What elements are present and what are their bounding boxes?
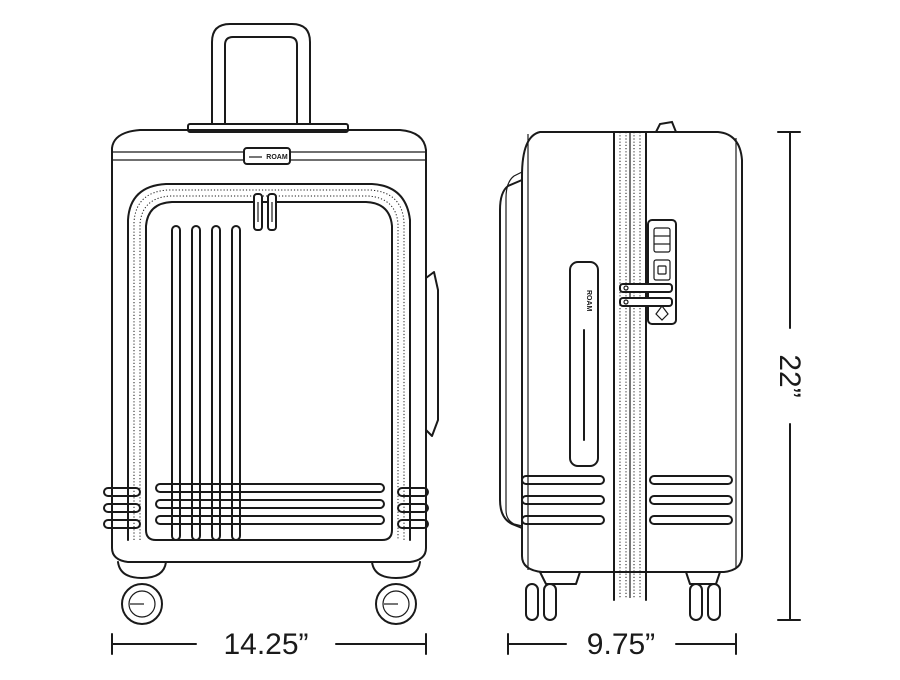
horizontal-stripes	[103, 483, 429, 529]
side-logo-text: ROAM	[585, 290, 592, 312]
depth-label: 9.75”	[587, 628, 655, 661]
height-label: 22”	[773, 354, 806, 397]
side-recessed-handle: ROAM	[569, 261, 599, 467]
side-top-handle	[654, 120, 678, 133]
vertical-stripes	[171, 225, 241, 541]
zipper-seam	[613, 131, 647, 601]
width-label: 14.25”	[223, 628, 308, 661]
front-pocket	[127, 183, 411, 541]
side-view: ROAM	[499, 120, 743, 621]
zipper-pulls-front	[253, 193, 277, 231]
height-dimension: 22”	[773, 131, 806, 621]
side-wheels	[525, 571, 721, 621]
side-stripes	[521, 475, 733, 525]
tsa-lock	[647, 219, 677, 325]
front-logo-plate: ROAM	[243, 147, 291, 165]
width-dimension: 14.25”	[111, 628, 427, 661]
front-view: ROAM	[103, 23, 439, 625]
depth-dimension: 9.75”	[507, 628, 737, 661]
front-wheels	[117, 561, 421, 625]
side-shell	[499, 131, 743, 573]
front-logo-text: ROAM	[266, 154, 288, 161]
side-handle-front	[425, 271, 439, 437]
telescoping-handle	[187, 23, 349, 133]
zipper-pulls-side	[619, 283, 673, 307]
